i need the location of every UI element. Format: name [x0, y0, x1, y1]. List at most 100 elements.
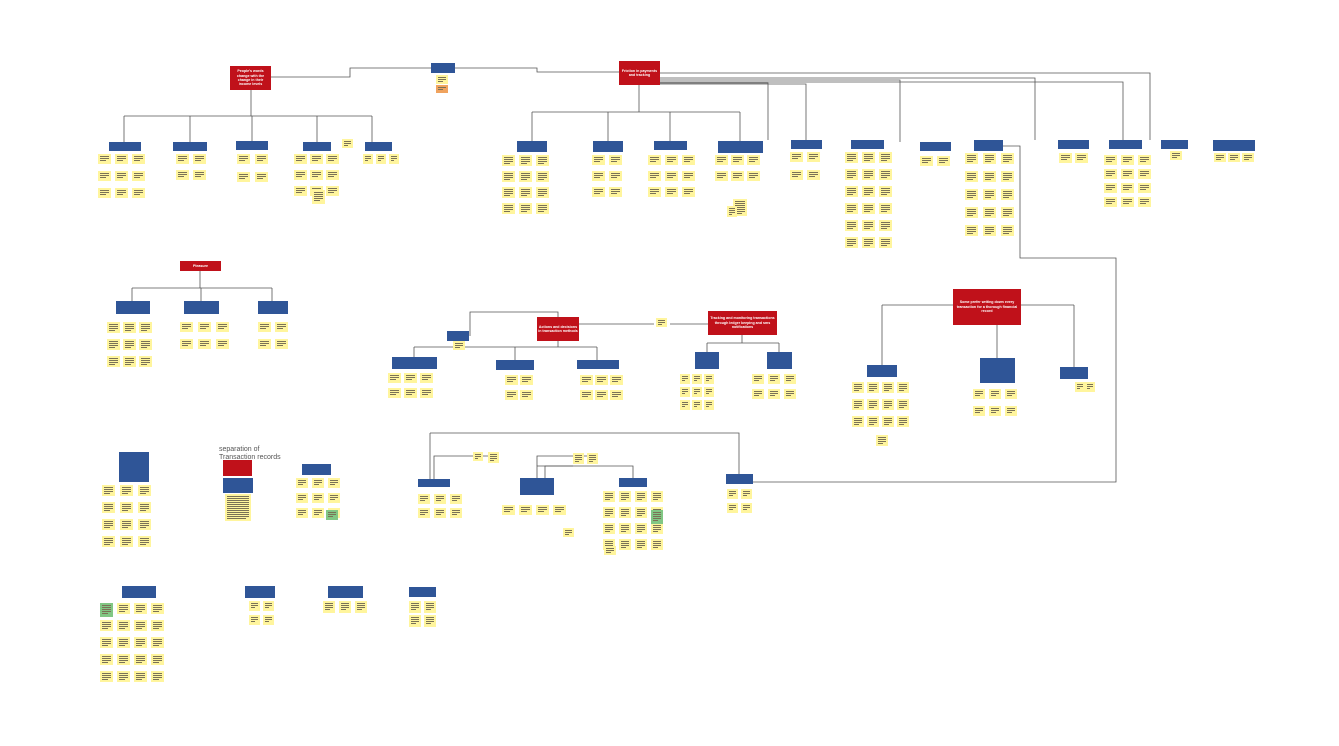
sticky-note[interactable] [983, 171, 996, 182]
sticky-note[interactable] [692, 400, 702, 410]
sticky-note[interactable] [519, 203, 532, 214]
sticky-note[interactable] [983, 153, 996, 164]
sticky-note[interactable] [453, 341, 465, 350]
sticky-note[interactable] [519, 155, 532, 166]
sticky-note[interactable] [1001, 207, 1014, 218]
sticky-note[interactable] [752, 374, 764, 384]
sticky-note[interactable] [807, 152, 820, 162]
sticky-note[interactable] [198, 339, 211, 349]
sticky-note[interactable] [296, 508, 308, 518]
sticky-note[interactable] [862, 203, 875, 214]
branch-node[interactable] [122, 586, 156, 598]
branch-node[interactable] [1058, 140, 1089, 149]
sticky-note[interactable] [98, 154, 111, 164]
sticky-note[interactable] [563, 528, 574, 537]
sticky-note[interactable] [328, 478, 340, 488]
root-node[interactable]: Friction in payments and tracking [619, 61, 660, 85]
sticky-note[interactable] [1121, 169, 1134, 179]
sticky-note[interactable] [115, 171, 128, 181]
sticky-note[interactable] [100, 603, 113, 617]
sticky-note[interactable] [731, 155, 744, 165]
sticky-note[interactable] [609, 171, 622, 181]
sticky-note[interactable] [107, 322, 120, 333]
sticky-note[interactable] [665, 155, 678, 165]
sticky-note[interactable] [879, 220, 892, 231]
sticky-note[interactable] [117, 603, 130, 614]
sticky-note[interactable] [1242, 153, 1254, 162]
sticky-note[interactable] [1075, 153, 1088, 163]
sticky-note[interactable] [502, 187, 515, 198]
sticky-note[interactable] [867, 399, 879, 410]
sticky-note[interactable] [715, 171, 728, 181]
sticky-note[interactable] [151, 603, 164, 614]
sticky-note[interactable] [580, 390, 593, 400]
sticky-note[interactable] [151, 620, 164, 631]
sticky-note[interactable] [536, 171, 549, 182]
sticky-note[interactable] [752, 389, 764, 399]
sticky-note[interactable] [1001, 153, 1014, 164]
sticky-note[interactable] [263, 601, 274, 611]
sticky-note[interactable] [651, 523, 663, 534]
sticky-note[interactable] [100, 637, 113, 648]
sticky-note[interactable] [1121, 183, 1134, 193]
sticky-note[interactable] [263, 615, 274, 625]
sticky-note[interactable] [876, 435, 888, 446]
sticky-note[interactable] [216, 322, 229, 332]
sticky-note[interactable] [434, 508, 446, 518]
branch-node[interactable] [173, 142, 207, 151]
sticky-note[interactable] [418, 494, 430, 504]
sticky-note[interactable] [102, 519, 115, 530]
sticky-note[interactable] [117, 654, 130, 665]
sticky-note[interactable] [323, 601, 335, 613]
sticky-note[interactable] [635, 507, 647, 518]
sticky-note[interactable] [768, 389, 780, 399]
sticky-note[interactable] [965, 189, 978, 200]
sticky-note[interactable] [436, 75, 448, 84]
sticky-note[interactable] [520, 375, 533, 385]
sticky-note[interactable] [920, 156, 933, 166]
sticky-note[interactable] [1170, 151, 1182, 160]
sticky-note[interactable] [326, 510, 338, 520]
branch-node[interactable] [418, 479, 450, 487]
sticky-note[interactable] [216, 339, 229, 349]
sticky-note[interactable] [176, 170, 189, 180]
sticky-note[interactable] [897, 416, 909, 427]
sticky-note[interactable] [520, 390, 533, 400]
sticky-note[interactable] [505, 375, 518, 385]
sticky-note[interactable] [595, 390, 608, 400]
sticky-note[interactable] [603, 507, 615, 518]
sticky-note[interactable] [790, 152, 803, 162]
sticky-note[interactable] [120, 502, 133, 513]
sticky-note[interactable] [692, 374, 702, 384]
sticky-note[interactable] [680, 374, 690, 384]
sticky-note[interactable] [98, 188, 111, 198]
sticky-note[interactable] [648, 187, 661, 197]
sticky-note[interactable] [138, 502, 151, 513]
sticky-note[interactable] [139, 356, 152, 367]
sticky-note[interactable] [680, 387, 690, 397]
sticky-note[interactable] [1138, 197, 1151, 207]
sticky-note[interactable] [983, 225, 996, 236]
sticky-note[interactable] [420, 373, 433, 383]
sticky-note[interactable] [355, 601, 367, 613]
sticky-note[interactable] [237, 172, 250, 182]
sticky-note[interactable] [651, 491, 663, 502]
sticky-note[interactable] [715, 155, 728, 165]
sticky-note[interactable] [635, 491, 647, 502]
sticky-note[interactable] [1001, 225, 1014, 236]
branch-node[interactable] [409, 587, 436, 597]
sticky-note[interactable] [1005, 389, 1017, 399]
sticky-note[interactable] [595, 375, 608, 385]
sticky-note[interactable] [132, 188, 145, 198]
sticky-note[interactable] [965, 207, 978, 218]
branch-node[interactable] [392, 357, 437, 369]
branch-node[interactable] [1060, 367, 1088, 379]
sticky-note[interactable] [635, 523, 647, 534]
branch-node[interactable] [496, 360, 534, 370]
sticky-note[interactable] [882, 382, 894, 393]
sticky-note[interactable] [592, 155, 605, 165]
branch-node[interactable] [980, 358, 1015, 383]
branch-node[interactable] [184, 301, 219, 314]
sticky-note[interactable] [867, 382, 879, 393]
sticky-note[interactable] [404, 373, 417, 383]
